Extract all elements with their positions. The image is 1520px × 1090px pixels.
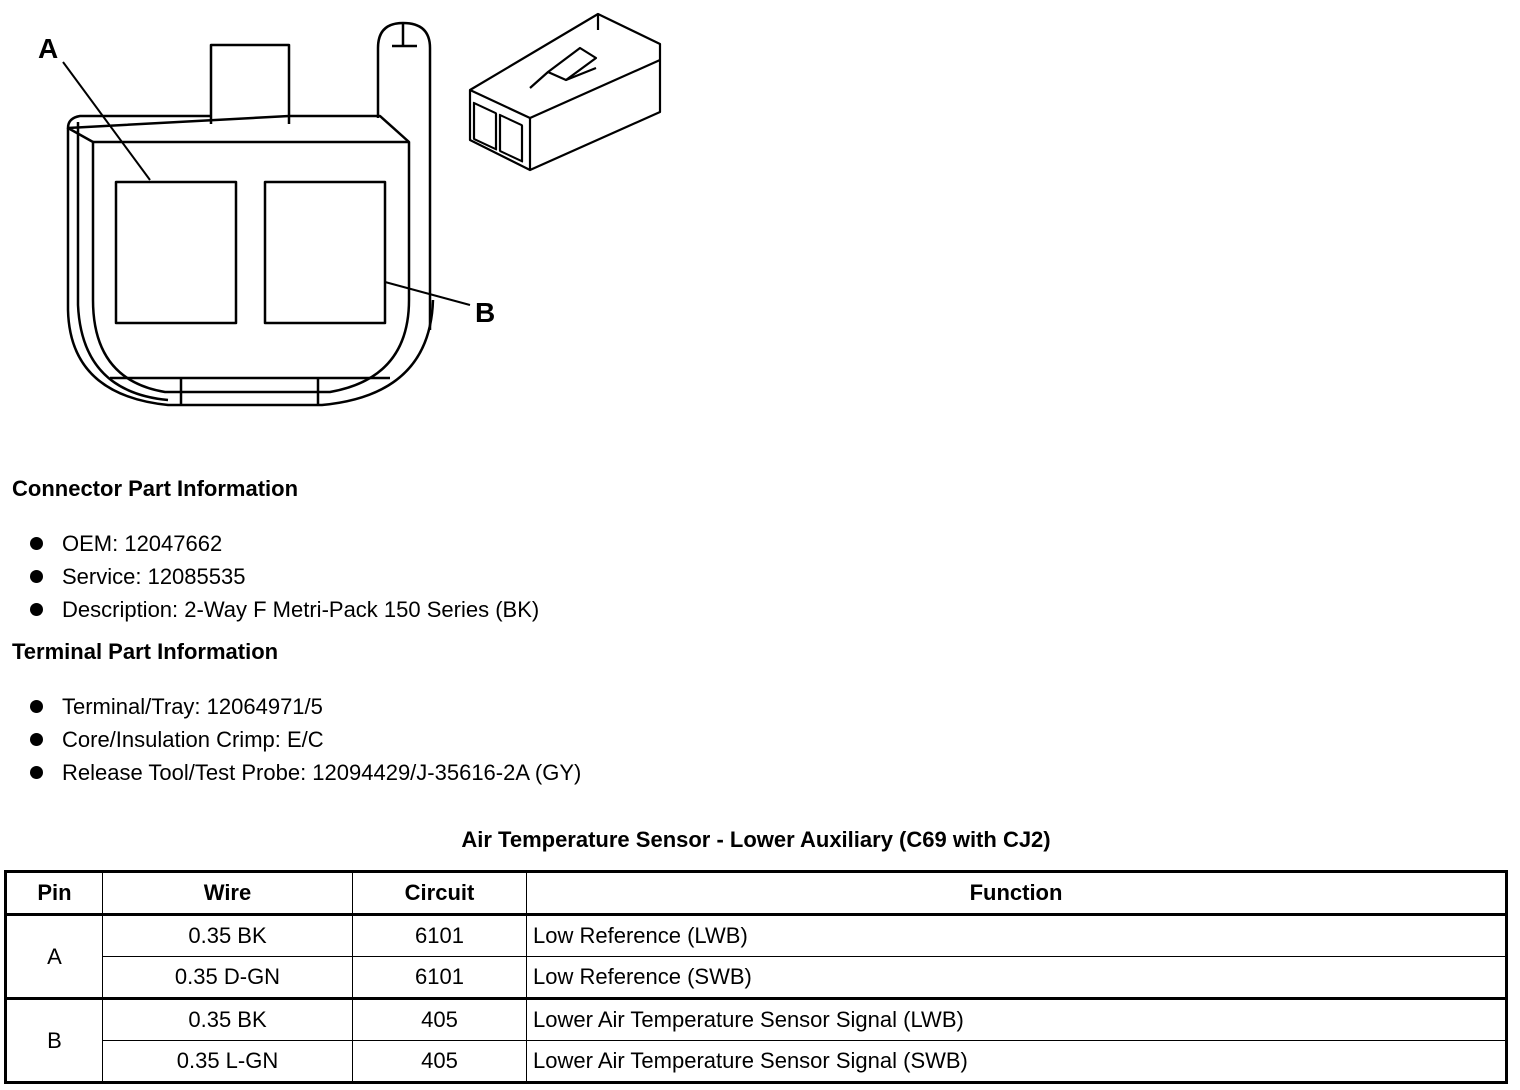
- function-cell: Low Reference (LWB): [526, 914, 1507, 957]
- column-header-wire: Wire: [102, 871, 353, 915]
- wire-cell: 0.35 L-GN: [102, 1040, 353, 1083]
- connector-body-outer: [66, 114, 411, 394]
- table-row: 0.35 L-GN 405 Lower Air Temperature Sens…: [6, 1040, 1507, 1083]
- wire-cell: 0.35 D-GN: [102, 956, 353, 999]
- bullet-icon: [30, 570, 43, 583]
- leader-line-b: [384, 281, 471, 306]
- circuit-cell: 405: [352, 1040, 527, 1083]
- bullet-icon: [30, 537, 43, 550]
- column-header-function: Function: [526, 871, 1507, 915]
- wire-cell: 0.35 BK: [102, 997, 353, 1041]
- bullet-icon: [30, 603, 43, 616]
- list-item: Service: 12085535: [30, 560, 539, 593]
- leader-line-a: [62, 61, 151, 181]
- list-item: OEM: 12047662: [30, 527, 539, 560]
- terminal-info-list: Terminal/Tray: 12064971/5 Core/Insulatio…: [30, 690, 581, 789]
- pin-cell: B: [5, 997, 103, 1083]
- table-row: A 0.35 BK 6101 Low Reference (LWB): [5, 914, 1507, 999]
- connector-latch: [209, 43, 291, 124]
- column-header-circuit: Circuit: [352, 871, 527, 915]
- table-header-row: Pin Wire Circuit Function: [5, 871, 1507, 915]
- table-title: Air Temperature Sensor - Lower Auxiliary…: [461, 827, 1051, 852]
- list-item: Terminal/Tray: 12064971/5: [30, 690, 581, 723]
- connector-diagram: A B: [38, 12, 662, 407]
- connector-isometric-icon: [468, 12, 662, 172]
- column-header-pin: Pin: [5, 871, 103, 915]
- function-cell: Lower Air Temperature Sensor Signal (LWB…: [526, 997, 1507, 1041]
- bullet-icon: [30, 766, 43, 779]
- circuit-cell: 6101: [352, 956, 527, 999]
- pin-cell: A: [5, 914, 103, 999]
- pin-b-label: B: [475, 297, 495, 328]
- table-row: B 0.35 BK 405 Lower Air Temperature Sens…: [5, 997, 1507, 1083]
- connector-info-list: OEM: 12047662 Service: 12085535 Descript…: [30, 527, 539, 626]
- bullet-icon: [30, 700, 43, 713]
- bullet-icon: [30, 733, 43, 746]
- terminal-cavity-a: [114, 180, 238, 325]
- circuit-cell: 405: [352, 997, 527, 1041]
- terminal-cavity-b: [263, 180, 387, 325]
- pinout-table: Pin Wire Circuit Function A 0.35 BK 6101…: [4, 870, 1508, 1084]
- function-cell: Lower Air Temperature Sensor Signal (SWB…: [526, 1040, 1507, 1083]
- pin-a-label: A: [38, 33, 58, 64]
- list-item: Release Tool/Test Probe: 12094429/J-3561…: [30, 756, 581, 789]
- list-item: Description: 2-Way F Metri-Pack 150 Seri…: [30, 593, 539, 626]
- function-cell: Low Reference (SWB): [526, 956, 1507, 999]
- terminal-info-title: Terminal Part Information: [12, 639, 279, 664]
- wire-cell: 0.35 BK: [102, 914, 353, 957]
- circuit-cell: 6101: [352, 914, 527, 957]
- connector-info-title: Connector Part Information: [12, 476, 299, 501]
- list-item: Core/Insulation Crimp: E/C: [30, 723, 581, 756]
- table-row: 0.35 D-GN 6101 Low Reference (SWB): [6, 956, 1507, 999]
